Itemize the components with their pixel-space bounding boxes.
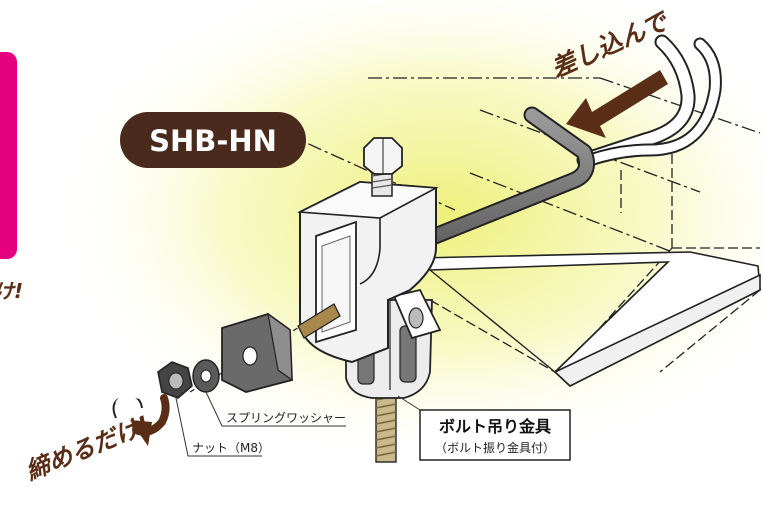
rod-hook-grey	[371, 106, 595, 267]
insert-arrow-icon	[566, 70, 668, 138]
hanger-subtitle: （ボルト振り金具付）	[435, 440, 555, 455]
hanger-title: ボルト吊り金具	[439, 417, 551, 436]
model-badge-text: SHB-HN	[149, 124, 277, 158]
hanger-bolt-thread	[375, 391, 397, 463]
magenta-side-panel	[0, 52, 17, 259]
bracket-plate	[221, 312, 293, 393]
left-edge-callout: け!	[0, 279, 23, 303]
model-badge: SHB-HN	[120, 112, 306, 168]
nut-label: ナット（M8）	[192, 441, 270, 455]
top-bolt	[363, 137, 403, 197]
tighten-arrow-icon	[112, 392, 170, 446]
hanger-label-box: ボルト吊り金具 （ボルト振り金具付）	[419, 409, 571, 461]
leader-lines	[175, 391, 421, 457]
tighten-callout: 締めるだけ!	[21, 411, 154, 486]
steel-flange	[416, 251, 761, 387]
spring-washer-label: スプリングワッシャー	[226, 411, 346, 425]
beam-outline	[239, 77, 761, 373]
spring-washer	[192, 359, 220, 393]
rod-hook-white	[576, 34, 722, 168]
nut	[157, 361, 193, 399]
